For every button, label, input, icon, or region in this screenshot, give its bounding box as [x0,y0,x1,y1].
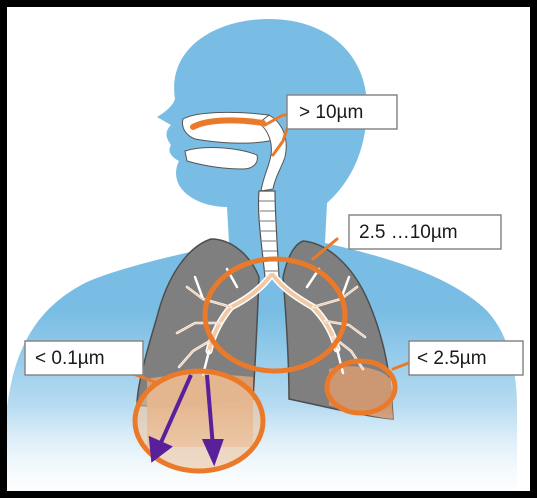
label-bronchi: 2.5 …10µm [349,215,501,249]
label-nose: > 10µm [287,95,397,129]
label-alveoli-text: < 0.1µm [35,348,105,369]
lower-fade [7,407,530,491]
label-bronchioles-text: < 2.5µm [417,348,487,369]
label-bronchi-text: 2.5 …10µm [359,222,458,243]
respiratory-system-diagram: > 10µm 2.5 …10µm < 0.1µm < 2.5µm [7,7,530,491]
label-alveoli: < 0.1µm [25,341,143,375]
label-bronchioles: < 2.5µm [409,341,523,375]
label-nose-text: > 10µm [299,102,363,123]
